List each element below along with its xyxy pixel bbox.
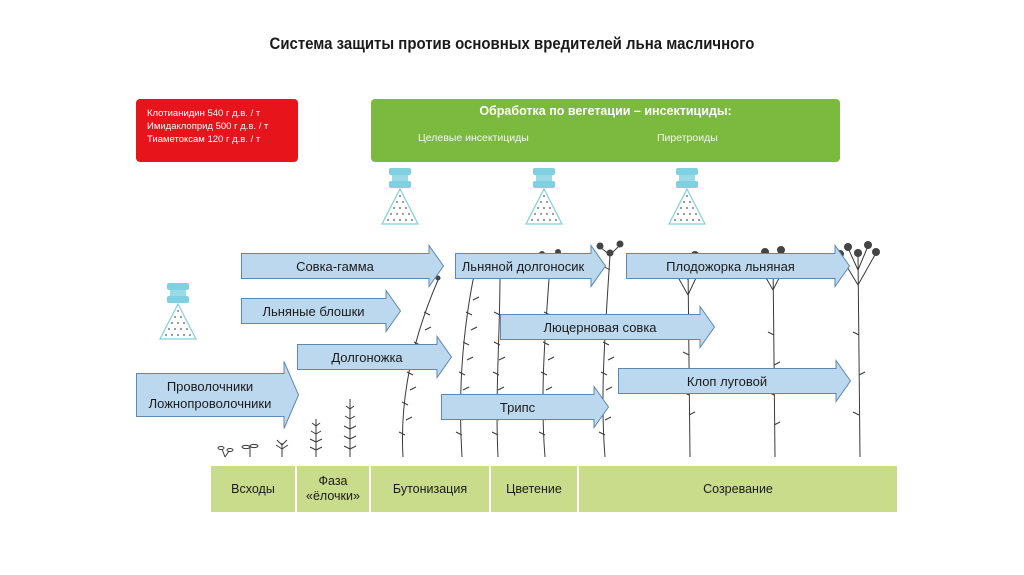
pest-label: Льняные блошки: [262, 303, 365, 319]
pest-label: Льняной долгоносик: [461, 258, 585, 274]
pest-label: Плодожорка льняная: [666, 258, 795, 274]
seed-treatment-box: Клотианидин 540 г д.в. / т Имидаклоприд …: [136, 99, 298, 162]
sprayer-icon: [158, 283, 198, 348]
stage-maturation: Созревание: [579, 466, 897, 512]
pest-label: Долгоножка: [331, 349, 403, 365]
pest-arrow-flax-weevil: Льняной долгоносик: [455, 243, 607, 289]
sprayer-icon: [380, 168, 420, 233]
seed-treatment-line: Клотианидин 540 г д.в. / т: [147, 108, 261, 119]
sprayer-icon: [667, 168, 707, 233]
pest-arrow-seed-moth: Плодожорка льняная: [626, 243, 851, 289]
stage-christmas-tree: Фаза «ёлочки»: [297, 466, 369, 512]
page-title: Система защиты против основных вредителе…: [269, 34, 755, 53]
pest-arrow-flea-beetles: Льняные блошки: [241, 288, 402, 334]
vegetation-treatment-box: Обработка по вегетации – инсектициды: Це…: [371, 99, 840, 162]
pest-label: Совка-гамма: [296, 258, 374, 274]
stage-emergence: Всходы: [211, 466, 295, 512]
pest-label: Ложнопроволочники: [148, 396, 272, 411]
seed-treatment-line: Имидаклоприд 500 г д.в. / т: [147, 121, 269, 132]
stage-budding: Бутонизация: [371, 466, 489, 512]
pest-arrow-wireworms: Проволочники Ложнопроволочники: [136, 361, 300, 429]
targeted-insecticides-label: Целевые инсектициды: [418, 132, 529, 144]
pest-arrow-crane-fly: Долгоножка: [297, 334, 453, 380]
pest-label: Люцерновая совка: [543, 319, 657, 335]
vegetation-treatment-title: Обработка по вегетации – инсектициды:: [479, 104, 732, 118]
pest-arrow-thrips: Трипс: [441, 384, 610, 430]
growth-stages-bar: Всходы Фаза «ёлочки» Бутонизация Цветени…: [211, 466, 897, 512]
pest-label: Клоп луговой: [686, 373, 768, 389]
pest-arrow-meadow-bug: Клоп луговой: [618, 358, 852, 404]
pyrethroids-label: Пиретроиды: [657, 132, 718, 144]
pest-label: Проволочники: [166, 379, 254, 394]
sprayer-icon: [524, 168, 564, 233]
pest-arrow-silver-y: Совка-гамма: [241, 243, 445, 289]
pest-arrow-alfalfa-moth: Люцерновая совка: [500, 304, 716, 350]
seed-treatment-line: Тиаметоксам 120 г д.в. / т: [147, 134, 261, 145]
stage-flowering: Цветение: [491, 466, 577, 512]
pest-label: Трипс: [499, 399, 536, 415]
